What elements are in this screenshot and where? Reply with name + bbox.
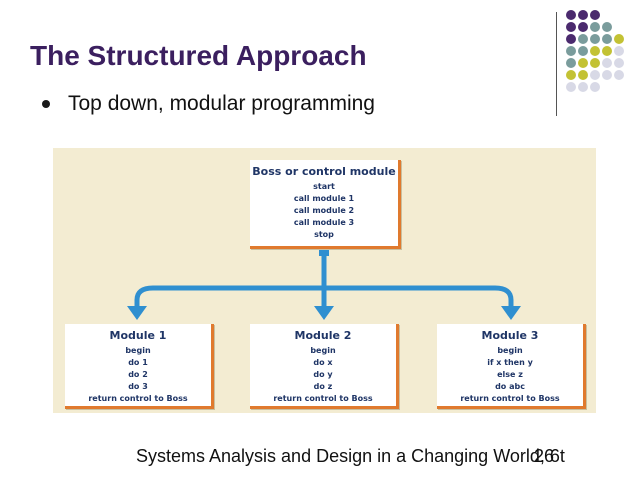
decorative-dot (566, 58, 576, 68)
module-1-box: Module 1 begin do 1 do 2 do 3 return con… (65, 324, 214, 409)
decorative-dot (566, 46, 576, 56)
decorative-dot (614, 58, 624, 68)
slide-number: 26 (534, 446, 555, 466)
decorative-dot (578, 34, 588, 44)
decorative-dot (578, 82, 588, 92)
module-3-line: do abc (495, 382, 525, 391)
arrowhead-module-2 (314, 306, 334, 320)
decorative-dot (614, 70, 624, 80)
decorative-dot (566, 22, 576, 32)
boss-module-title: Boss or control module (252, 165, 396, 178)
module-3-line: if x then y (487, 358, 533, 367)
decorative-dot (566, 82, 576, 92)
decorative-dot (602, 70, 612, 80)
decorative-dot (590, 82, 600, 92)
decorative-dot (614, 46, 624, 56)
arrowhead-module-1 (127, 306, 147, 320)
boss-line: call module 3 (293, 218, 355, 227)
decorative-dot (566, 34, 576, 44)
decorative-dot (590, 34, 600, 44)
module-1-line: begin (125, 346, 151, 355)
decorative-dot (590, 46, 600, 56)
module-1-line: return control to Boss (88, 394, 188, 403)
decorative-dot (578, 70, 588, 80)
boss-line: stop (314, 230, 334, 239)
decorative-dot (566, 10, 576, 20)
decorative-dot (602, 34, 612, 44)
decorative-dot (590, 70, 600, 80)
decorative-dot (602, 22, 612, 32)
decorative-divider (556, 12, 557, 116)
module-1-line: do 1 (128, 358, 148, 367)
arrow-tail (319, 250, 329, 256)
module-2-line: do y (313, 370, 333, 379)
module-2-box: Module 2 begin do x do y do z return con… (250, 324, 399, 409)
boss-line: start (313, 182, 335, 191)
module-3-line: begin (497, 346, 523, 355)
module-1-title: Module 1 (109, 329, 167, 342)
decorative-dot (614, 34, 624, 44)
decorative-dot (590, 58, 600, 68)
module-2-line: return control to Boss (273, 394, 373, 403)
decorative-dot (566, 70, 576, 80)
bullet-text: Top down, modular programming (68, 92, 375, 115)
module-1-line: do 3 (128, 382, 148, 391)
module-1-line: do 2 (128, 370, 148, 379)
module-2-line: begin (310, 346, 336, 355)
module-3-title: Module 3 (481, 329, 539, 342)
arrowhead-module-3 (501, 306, 521, 320)
module-3-line: return control to Boss (460, 394, 560, 403)
module-3-line: else z (497, 370, 523, 379)
decorative-dot (578, 58, 588, 68)
module-2-line: do x (313, 358, 333, 367)
boss-line: call module 1 (293, 194, 355, 203)
boss-module-box: Boss or control module start call module… (250, 160, 401, 249)
module-3-box: Module 3 begin if x then y else z do abc… (437, 324, 586, 409)
decorative-dot (578, 22, 588, 32)
bullet-item: Top down, modular programming (42, 92, 375, 116)
decorative-dot (590, 10, 600, 20)
boss-line: call module 2 (293, 206, 355, 215)
arrow-horizontal-bus (134, 285, 514, 311)
slide-title: The Structured Approach (30, 40, 367, 71)
bullet-icon (42, 100, 50, 108)
decorative-dot (578, 46, 588, 56)
decorative-dot (590, 22, 600, 32)
module-2-line: do z (313, 382, 333, 391)
module-2-title: Module 2 (294, 329, 352, 342)
decorative-dot (578, 10, 588, 20)
footer-text: Systems Analysis and Design in a Changin… (136, 446, 565, 466)
decorative-dot (602, 58, 612, 68)
module-hierarchy-diagram: Boss or control module start call module… (53, 148, 596, 413)
decorative-dot (602, 46, 612, 56)
connector-arrows (127, 249, 521, 320)
